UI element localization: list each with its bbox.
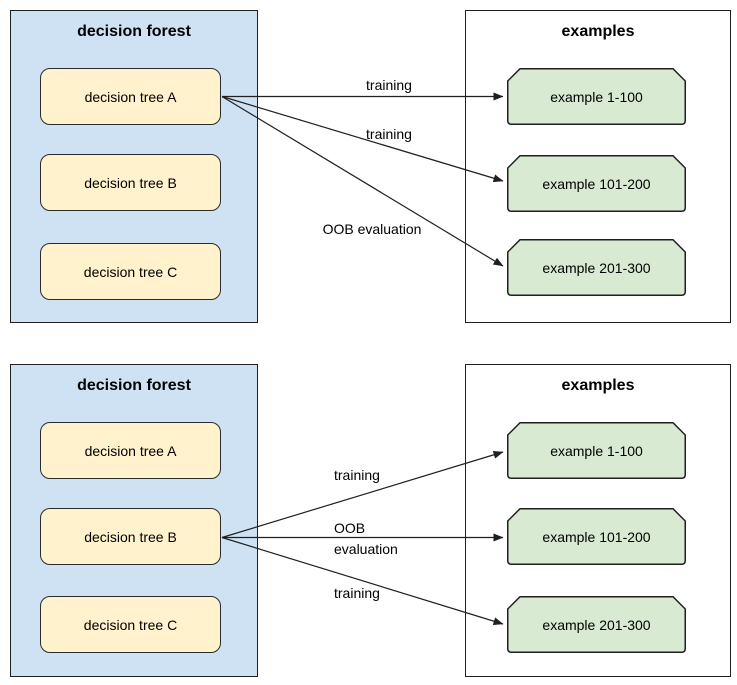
arrow-label-training-2-bottom: training [334, 585, 380, 601]
tree-node-label: decision tree B [84, 174, 177, 191]
example-node-2-top: example 101-200 [507, 155, 686, 212]
example-node-shape [507, 596, 686, 653]
arrow-label-training-2-top: training [366, 126, 412, 142]
example-node-label: example 201-300 [542, 259, 651, 276]
example-node-3-top: example 201-300 [507, 239, 686, 296]
example-node-2-bottom: example 101-200 [507, 508, 686, 565]
example-node-label: example 101-200 [542, 528, 651, 545]
tree-node-label: decision tree B [84, 528, 177, 545]
example-node-shape [507, 155, 686, 212]
tree-node-label: decision tree A [84, 442, 177, 459]
tree-node-label: decision tree C [83, 263, 178, 280]
arrow-label-training-1-top: training [366, 77, 412, 93]
example-node-label: example 201-300 [542, 616, 651, 633]
example-node-1-bottom: example 1-100 [507, 422, 686, 479]
example-node-shape [507, 422, 686, 479]
example-node-label: example 1-100 [550, 88, 643, 105]
tree-node-b-bottom: decision tree B [40, 508, 221, 565]
examples-title-bottom: examples [561, 377, 635, 394]
forest-title-bottom: decision forest [77, 377, 191, 394]
arrow-treeA-example3 [221, 95, 504, 267]
tree-node-a-bottom: decision tree A [40, 422, 221, 479]
example-node-shape [507, 508, 686, 565]
example-node-label: example 1-100 [550, 442, 643, 459]
arrow-label-oob-evaluation-bottom: OOB evaluation [334, 520, 398, 557]
arrow-label-oob-evaluation-top: OOB evaluation [322, 221, 422, 237]
tree-node-a-top: decision tree A [40, 68, 221, 125]
example-node-shape [507, 68, 686, 125]
example-node-label: example 101-200 [542, 175, 651, 192]
arrow-label-training-1-bottom: training [334, 467, 380, 483]
example-node-1-top: example 1-100 [507, 68, 686, 125]
forest-title-top: decision forest [77, 23, 191, 40]
tree-node-c-top: decision tree C [40, 243, 221, 300]
arrow-treeA-example2 [221, 95, 504, 183]
tree-node-c-bottom: decision tree C [40, 596, 221, 653]
tree-node-b-top: decision tree B [40, 154, 221, 211]
tree-node-label: decision tree C [83, 616, 178, 633]
example-node-shape [507, 239, 686, 296]
tree-node-label: decision tree A [84, 88, 177, 105]
examples-title-top: examples [561, 23, 635, 40]
example-node-3-bottom: example 201-300 [507, 596, 686, 653]
